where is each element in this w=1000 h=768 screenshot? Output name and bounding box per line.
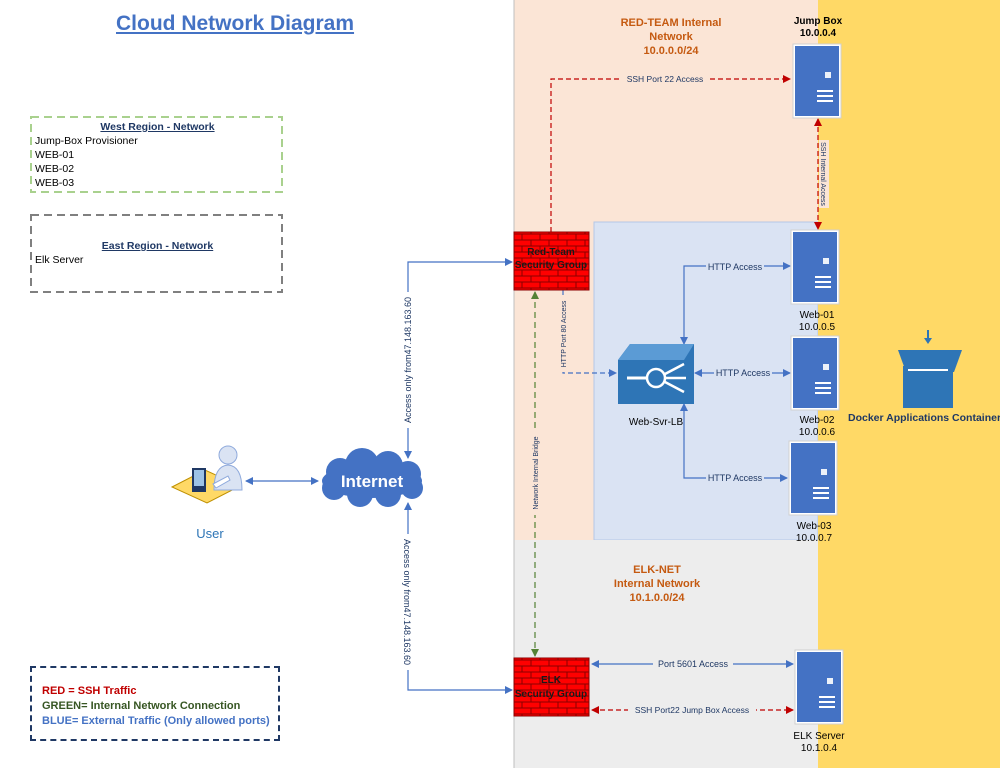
user-label: User xyxy=(196,526,224,541)
docker-container-icon xyxy=(898,330,962,408)
legend-red: RED = SSH Traffic xyxy=(42,685,137,697)
elk-network-region xyxy=(514,540,818,768)
west-region-item: WEB-02 xyxy=(35,163,75,175)
east-region-box xyxy=(30,214,283,293)
web01-server-icon xyxy=(790,229,840,305)
svg-text:Security Group: Security Group xyxy=(515,260,587,271)
web02-label: Web-02 10.0.0.6 xyxy=(798,415,836,438)
bridge-label: Network Internal Bridge xyxy=(533,436,540,509)
access-top-label: Access only from47.148.163.60 xyxy=(403,297,413,423)
legend-box: RED = SSH Traffic GREEN= Internal Networ… xyxy=(30,666,280,741)
red-team-security-group: Red-Team Security Group xyxy=(513,231,590,291)
docker-label: Docker Applications Container xyxy=(848,412,1000,424)
http-web03-label: HTTP Access xyxy=(708,473,763,483)
legend-blue: BLUE= External Traffic (Only allowed por… xyxy=(42,715,270,727)
elk-server-icon xyxy=(794,649,844,725)
svg-text:Security Group: Security Group xyxy=(515,689,587,700)
svg-text:ELK: ELK xyxy=(541,675,562,686)
legend-green: GREEN= Internal Network Connection xyxy=(42,700,241,712)
west-region-item: Jump-Box Provisioner xyxy=(35,135,138,147)
east-region-item: Elk Server xyxy=(35,254,84,266)
internet-cloud-icon: Internet xyxy=(322,448,423,507)
east-region-heading: East Region - Network xyxy=(101,240,214,252)
red-team-network-title: RED-TEAM Internal Network 10.0.0.0/24 xyxy=(620,17,722,57)
west-region-panel: West Region - Network Jump-Box Provision… xyxy=(35,120,280,190)
web03-label: Web-03 10.0.0.7 xyxy=(795,521,833,544)
ssh22-label: SSH Port 22 Access xyxy=(627,74,704,84)
web03-server-icon xyxy=(788,440,838,516)
jump-box-server-icon xyxy=(792,43,842,119)
user-icon xyxy=(170,445,243,504)
diagram-title: Cloud Network Diagram xyxy=(116,12,355,35)
jump-box-label: Jump Box 10.0.0.4 xyxy=(793,16,843,39)
west-region-box xyxy=(30,116,283,193)
load-balancer-label: Web-Svr-LB xyxy=(628,417,684,428)
http-web01-label: HTTP Access xyxy=(708,262,763,272)
elk-server-label: ELK Server 10.1.0.4 xyxy=(793,731,845,754)
svg-text:Red-Team: Red-Team xyxy=(527,247,575,258)
http-web02-label: HTTP Access xyxy=(716,368,771,378)
ssh-internal-label: SSH Internal Access xyxy=(819,142,826,206)
elk-security-group: ELK Security Group xyxy=(513,657,590,717)
load-balancer-icon xyxy=(618,344,694,404)
http80-label: HTTP Port 80 Access xyxy=(561,300,568,367)
port5601-label: Port 5601 Access xyxy=(658,659,729,669)
west-region-heading: West Region - Network xyxy=(100,121,215,133)
internet-label: Internet xyxy=(341,472,404,491)
west-region-item: WEB-03 xyxy=(35,177,75,189)
east-region-panel: East Region - Network Elk Server xyxy=(35,239,280,267)
red-team-network-region xyxy=(514,0,818,222)
access-bottom-label: Access only from47.148.163.60 xyxy=(402,539,412,665)
west-region-item: WEB-01 xyxy=(35,149,75,161)
web02-server-icon xyxy=(790,335,840,411)
elk-network-title: ELK-NET Internal Network 10.1.0.0/24 xyxy=(613,564,701,604)
web01-label: Web-01 10.0.0.5 xyxy=(798,310,836,333)
ssh-jump-elk-label: SSH Port22 Jump Box Access xyxy=(635,705,749,715)
